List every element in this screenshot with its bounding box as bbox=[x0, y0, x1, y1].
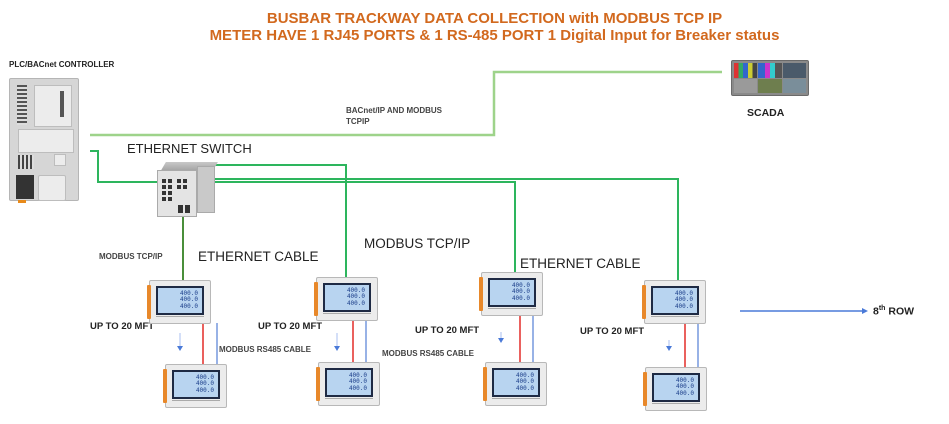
switch-label: ETHERNET SWITCH bbox=[127, 141, 252, 156]
meter-reading: 400.0 bbox=[675, 376, 694, 384]
multifunction-meter-icon: 400.0 400.0 400.0 bbox=[479, 272, 543, 316]
meter-reading: 400.0 bbox=[348, 371, 367, 379]
plc-label: PLC/BACnet CONTROLLER bbox=[9, 60, 115, 69]
meter-reading: 400.0 bbox=[511, 281, 530, 289]
modbus-tcpip-label-small: MODBUS TCP/IP bbox=[99, 252, 163, 261]
next-row-label: 8th ROW bbox=[873, 305, 914, 318]
uplink-label-line2: TCPIP bbox=[346, 117, 370, 126]
next-row-suffix: ROW bbox=[885, 305, 915, 318]
ethernet-cable-label-1: ETHERNET CABLE bbox=[198, 249, 319, 264]
meter-reading: 400.0 bbox=[675, 383, 694, 391]
plc-to-switch-wire bbox=[90, 150, 163, 183]
switch-to-meter4-wire bbox=[205, 178, 679, 280]
meter-reading: 400.0 bbox=[179, 296, 198, 304]
meter-reading: 400.0 bbox=[674, 289, 693, 297]
next-row-ordinal: th bbox=[878, 305, 886, 312]
meter-reading: 400.0 bbox=[674, 302, 693, 310]
down-arrow-head bbox=[498, 338, 504, 343]
up-to-mft-label: UP TO 20 MFT bbox=[580, 326, 645, 337]
meter-reading: 400.0 bbox=[515, 371, 534, 379]
meter-reading: 400.0 bbox=[348, 378, 367, 386]
ethernet-switch-icon bbox=[157, 162, 218, 217]
multifunction-meter-icon: 400.0 400.0 400.0 bbox=[483, 362, 547, 406]
up-to-mft-label: UP TO 20 MFT bbox=[90, 321, 155, 332]
meter-reading: 400.0 bbox=[179, 289, 198, 297]
multifunction-meter-icon: 400.0 400.0 400.0 bbox=[642, 280, 706, 324]
up-to-mft-label: UP TO 20 MFT bbox=[258, 321, 323, 332]
meter-reading: 400.0 bbox=[346, 293, 365, 301]
down-arrow-head bbox=[666, 346, 672, 351]
uplink-wire bbox=[90, 70, 722, 137]
meter-reading: 400.0 bbox=[348, 384, 367, 392]
multifunction-meter-icon: 400.0 400.0 400.0 bbox=[147, 280, 211, 324]
next-row-number: 8 bbox=[873, 305, 879, 318]
multifunction-meter-icon: 400.0 400.0 400.0 bbox=[163, 364, 227, 408]
modbus-tcpip-label-large: MODBUS TCP/IP bbox=[364, 236, 471, 251]
meter-reading: 400.0 bbox=[179, 302, 198, 310]
ethernet-cable-label-2: ETHERNET CABLE bbox=[520, 256, 641, 271]
multifunction-meter-icon: 400.0 400.0 400.0 bbox=[314, 277, 378, 321]
down-arrow-head bbox=[334, 346, 340, 351]
meter-reading: 400.0 bbox=[515, 378, 534, 386]
diagram-title-line1: BUSBAR TRACKWAY DATA COLLECTION with MOD… bbox=[266, 10, 723, 27]
meter-reading: 400.0 bbox=[195, 373, 214, 381]
scada-label: SCADA bbox=[747, 107, 785, 119]
multifunction-meter-icon: 400.0 400.0 400.0 bbox=[316, 362, 380, 406]
down-arrow-head bbox=[177, 346, 183, 351]
switch-to-meter2-wire bbox=[205, 164, 347, 277]
meter-reading: 400.0 bbox=[346, 299, 365, 307]
uplink-label-line1: BACnet/IP AND MODBUS bbox=[346, 106, 443, 115]
meter-reading: 400.0 bbox=[515, 384, 534, 392]
meter-reading: 400.0 bbox=[674, 296, 693, 304]
meter-reading: 400.0 bbox=[675, 389, 694, 397]
diagram-title-line2: METER HAVE 1 RJ45 PORTS & 1 RS-485 PORT … bbox=[209, 27, 780, 44]
meter-reading: 400.0 bbox=[346, 286, 365, 294]
meter-reading: 400.0 bbox=[195, 386, 214, 394]
plc-controller-icon bbox=[9, 78, 79, 203]
rs485-cable-label-1: MODBUS RS485 CABLE bbox=[219, 345, 312, 354]
up-to-mft-label: UP TO 20 MFT bbox=[415, 325, 480, 336]
meter-reading: 400.0 bbox=[195, 380, 214, 388]
scada-monitor-wall-icon bbox=[731, 60, 809, 96]
next-row-arrow-head bbox=[862, 308, 868, 314]
multifunction-meter-icon: 400.0 400.0 400.0 bbox=[643, 367, 707, 411]
meter-reading: 400.0 bbox=[511, 294, 530, 302]
switch-to-meter3-wire bbox=[205, 181, 516, 272]
rs485-cable-label-2: MODBUS RS485 CABLE bbox=[382, 349, 475, 358]
meter-reading: 400.0 bbox=[511, 288, 530, 296]
